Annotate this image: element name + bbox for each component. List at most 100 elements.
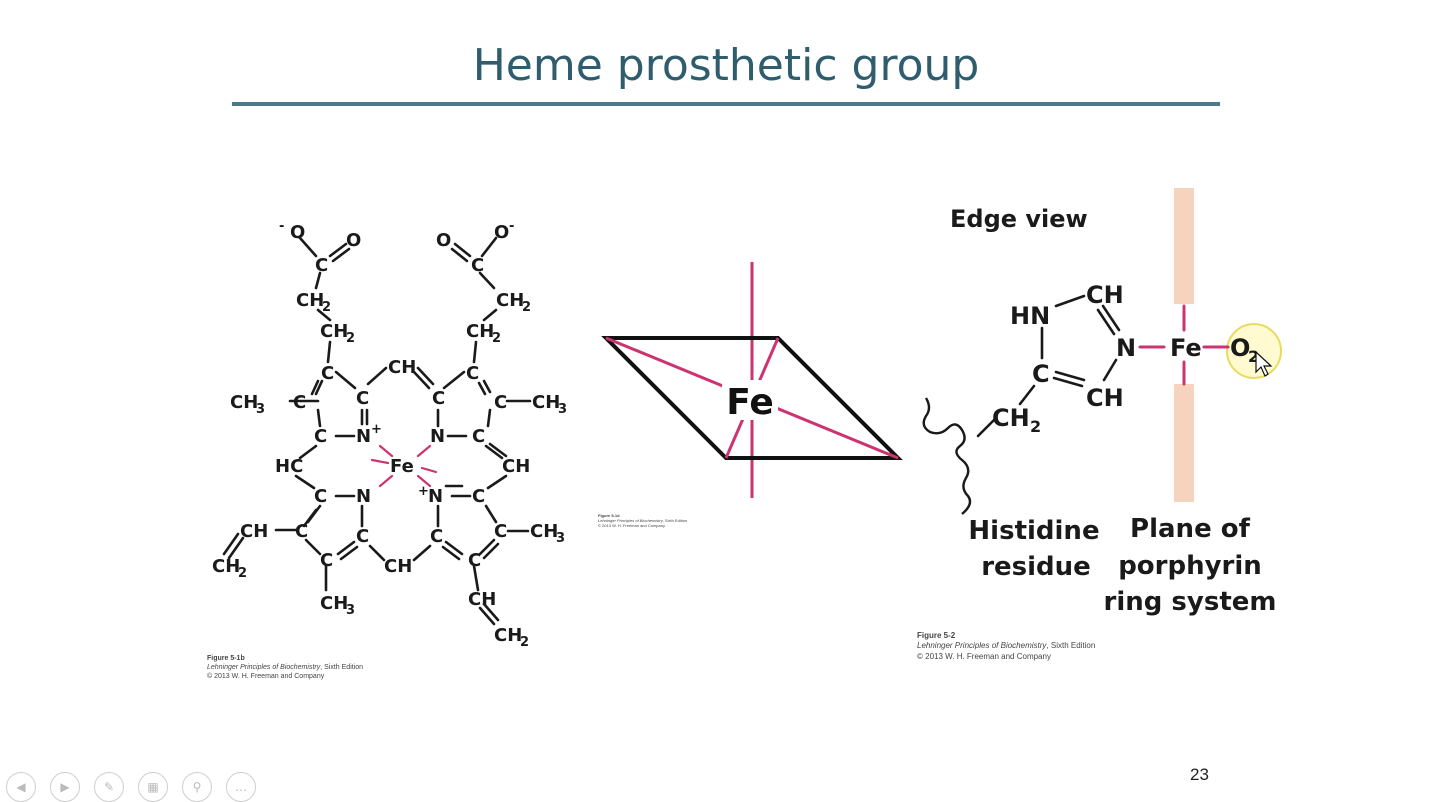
caption-copyright: © 2013 W. H. Freeman and Company: [917, 651, 1051, 661]
c-top-left: C: [315, 255, 328, 276]
c-tl-4: C: [314, 426, 327, 447]
c-tr-4: C: [472, 426, 485, 447]
fe-center: Fe: [390, 456, 414, 477]
caption-figure: Figure 5-2: [917, 631, 956, 640]
ch3-right: CH: [532, 392, 560, 413]
zoom-icon[interactable]: ⚲: [182, 772, 212, 802]
c-tr-2: C: [432, 388, 445, 409]
plane-top-bar: [1174, 188, 1194, 304]
ch-top-bridge: CH: [388, 357, 416, 378]
c-bl-3: C: [356, 526, 369, 547]
c-br-3: C: [494, 521, 507, 542]
n-top-right: N: [430, 426, 445, 447]
title-underline: [232, 102, 1220, 106]
caption-book: Lehninger Principles of Biochemistry: [917, 641, 1047, 651]
o-minus-right: O: [494, 222, 509, 243]
o-minus-sign-right: -: [509, 219, 514, 234]
prev-icon[interactable]: ◀: [6, 772, 36, 802]
histidine-line1: Histidine: [968, 516, 1099, 546]
o-minus-sign-left: -: [279, 219, 284, 234]
o2-label: O: [1230, 334, 1250, 362]
caption-figure: Figure 5-1d: [598, 513, 620, 518]
c-br-2: C: [430, 526, 443, 547]
c-ring-label: C: [1032, 360, 1050, 388]
caption-figure-5-2: Figure 5-2 Lehninger Principles of Bioch…: [917, 631, 1095, 662]
porphyrin-bonds: [222, 236, 532, 626]
caption-edition: , Sixth Edition: [320, 664, 364, 672]
caption-figure-5-1d: Figure 5-1d Lehninger Principles of Bioc…: [598, 513, 687, 529]
c-tl-3: C: [293, 392, 306, 413]
fe-plane-label: Fe: [726, 382, 774, 423]
ch3-right-sub: 3: [558, 402, 567, 417]
fe-plane-diagram: Fe: [601, 262, 903, 498]
n-bottom-right: N: [428, 486, 443, 507]
fe-label-bg: [722, 380, 778, 420]
o-minus-left: O: [290, 222, 305, 243]
caption-copyright: © 2013 W. H. Freeman and Company: [207, 673, 325, 681]
caption-copyright: © 2013 W. H. Freeman and Company: [598, 523, 665, 529]
plane-bottom-bar: [1174, 384, 1194, 502]
ch-vinyl-left: CH: [240, 521, 268, 542]
ch-bottom-label: CH: [1086, 384, 1124, 412]
mouse-pointer-icon: [1255, 350, 1273, 377]
n-label: N: [1116, 334, 1136, 362]
ch3-bottom: CH: [320, 593, 348, 614]
ch2-2-left: CH: [320, 321, 348, 342]
slide-title: Heme prosthetic group: [472, 40, 980, 91]
n-bottom-right-plus: +: [418, 484, 429, 499]
next-icon[interactable]: ▶: [50, 772, 80, 802]
caption-figure: Figure 5-1b: [207, 655, 245, 662]
ch-vinyl-right: CH: [468, 589, 496, 610]
ch2-vinyl-right: CH: [494, 625, 522, 646]
plane-line2: porphyrin: [1118, 551, 1262, 581]
ch2-vinyl-left: CH: [212, 556, 240, 577]
caption-book: Lehninger Principles of Biochemistry: [598, 518, 663, 524]
n-top-left-plus: +: [371, 422, 382, 437]
slides-icon[interactable]: ▦: [138, 772, 168, 802]
fe-nitrogen-bonds: [370, 444, 438, 488]
ch2-2-right: CH: [466, 321, 494, 342]
slideshow-nav: ◀ ▶ ✎ ▦ ⚲ …: [0, 772, 256, 802]
ch2-label: CH: [992, 404, 1030, 432]
porphyrin-labels: - O O C CH 2 CH 2 O O - C CH 2 CH 2 CH C…: [212, 219, 567, 650]
ch2-2-right-sub: 2: [492, 331, 501, 346]
o2-sub: 2: [1248, 347, 1259, 366]
plane-line1: Plane of: [1130, 514, 1251, 544]
c-tl-1: C: [321, 363, 334, 384]
ch3-left: CH: [230, 392, 258, 413]
ch2-vinyl-right-sub: 2: [520, 635, 529, 650]
more-icon[interactable]: …: [226, 772, 256, 802]
c-bl-1: C: [314, 486, 327, 507]
ch3-right-bottom: CH: [530, 521, 558, 542]
histidine-wavy-backbone: [922, 397, 972, 515]
c-tr-3: C: [494, 392, 507, 413]
ch2-1-right: CH: [496, 290, 524, 311]
ch-top-label: CH: [1086, 281, 1124, 309]
c-tr-1: C: [466, 363, 479, 384]
ch2-2-left-sub: 2: [346, 331, 355, 346]
n-bottom-left: N: [356, 486, 371, 507]
o-right: O: [436, 230, 451, 251]
ch3-bottom-sub: 3: [346, 603, 355, 618]
c-br-4: C: [468, 550, 481, 571]
caption-edition: , Sixth Edition: [1046, 641, 1096, 651]
ch3-left-sub: 3: [256, 402, 265, 417]
caption-figure-5-1b: Figure 5-1b Lehninger Principles of Bioc…: [207, 654, 363, 681]
o-left: O: [346, 230, 361, 251]
c-bl-2: C: [295, 521, 308, 542]
c-bl-4: C: [320, 550, 333, 571]
ch2-1-right-sub: 2: [522, 300, 531, 315]
page-number: 23: [1190, 765, 1209, 784]
histidine-line2: residue: [981, 552, 1091, 582]
hc-left: HC: [275, 456, 303, 477]
ch-bottom-bridge: CH: [384, 556, 412, 577]
plane-line3: ring system: [1104, 587, 1277, 617]
ch2-sub: 2: [1030, 417, 1041, 436]
edge-view-label: Edge view: [950, 205, 1088, 233]
caption-book: Lehninger Principles of Biochemistry: [207, 664, 321, 672]
fe-label: Fe: [1170, 334, 1202, 362]
pen-icon[interactable]: ✎: [94, 772, 124, 802]
c-br-1: C: [472, 486, 485, 507]
n-top-left: N: [356, 426, 371, 447]
